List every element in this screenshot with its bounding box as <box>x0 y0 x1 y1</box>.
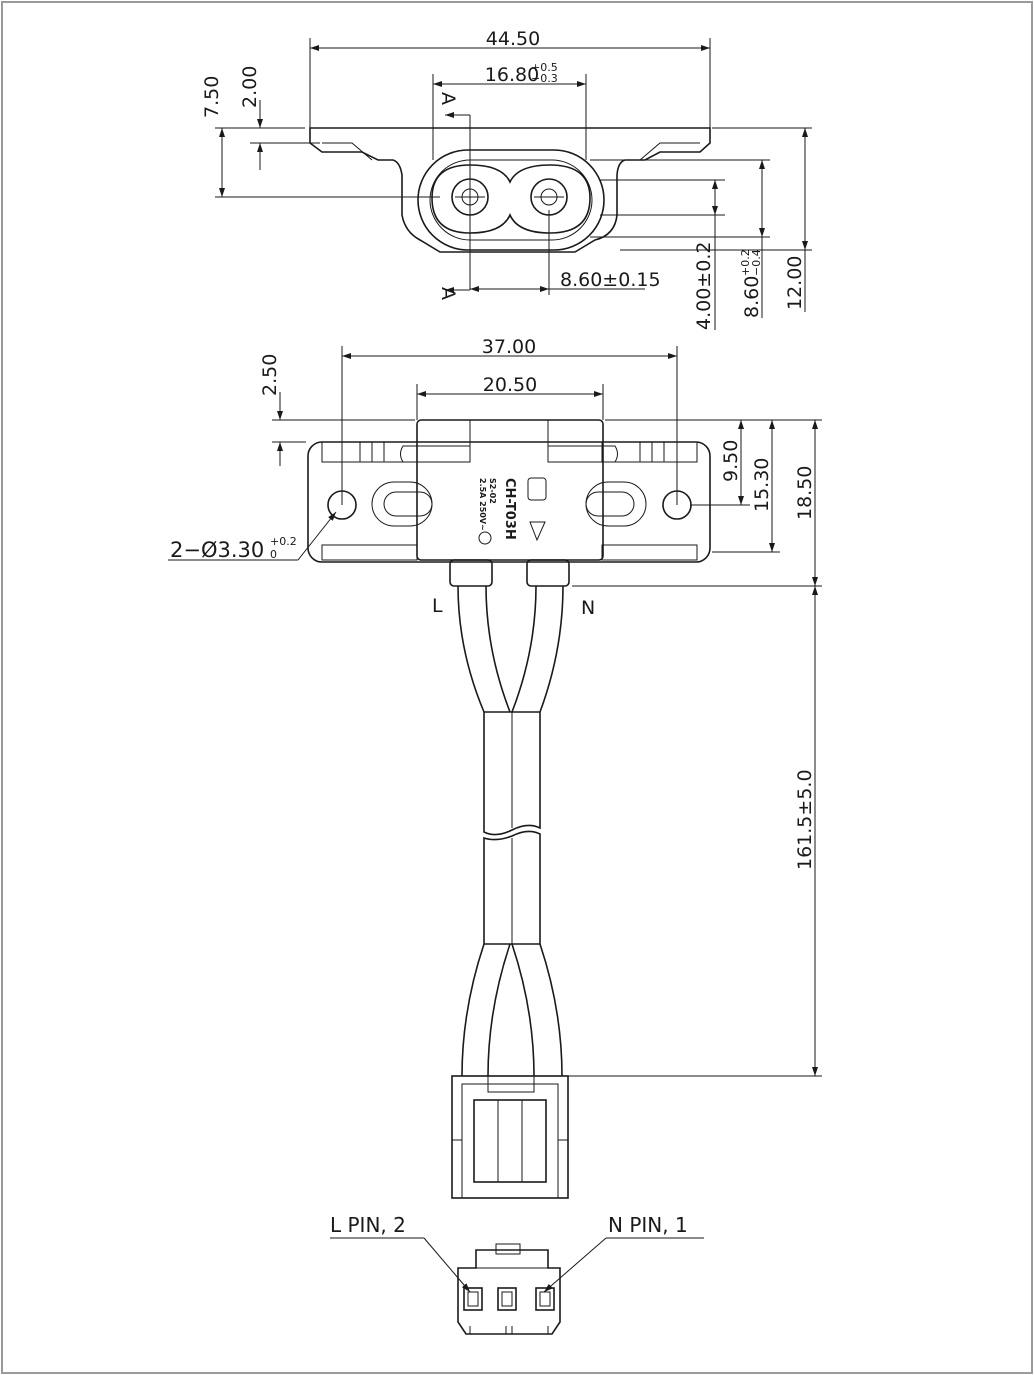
dim-8-6-tol-upper: +0.2 <box>739 249 752 276</box>
face-pin-2 <box>463 1287 483 1311</box>
body-markings: CH-T03H S2-02 2.5A 250V~ <box>478 477 547 545</box>
dim-15-3: 15.30 <box>751 458 773 512</box>
top-oval-body <box>417 149 605 251</box>
section-mark-bottom: A <box>437 287 459 300</box>
face-pin-3 <box>497 1287 517 1311</box>
cable: 161.5±5.0 <box>457 585 822 1077</box>
dim-center-tol-upper: +0.5 <box>531 61 558 74</box>
connector-body <box>416 419 604 561</box>
top-flange <box>309 127 711 253</box>
dim-cable-length: 161.5±5.0 <box>794 769 816 870</box>
face-pin-1 <box>535 1287 555 1311</box>
dim-height-b: 2.00 <box>239 66 261 108</box>
section-mark-top: A <box>437 92 459 105</box>
dim-center-span: 16.80 <box>485 64 539 86</box>
dim-8-6: 8.60 <box>741 276 763 318</box>
dim-body-width: 20.50 <box>483 374 537 396</box>
dim-8-6-tol-lower: −0.4 <box>750 249 763 276</box>
label-n: N <box>581 597 595 619</box>
plug-housing <box>451 1075 569 1199</box>
slot-right <box>585 481 647 527</box>
top-view: 44.50 16.80 +0.5 −0.3 7.50 2.00 A A 8.60… <box>201 28 812 330</box>
body-text-code: S2-02 <box>488 478 497 504</box>
body-text-rating: 2.5A 250V~ <box>478 478 487 531</box>
dim-center-tol-lower: −0.3 <box>531 72 558 85</box>
label-n-pin: N PIN, 1 <box>608 1213 688 1237</box>
dim-18-5: 18.50 <box>794 466 816 520</box>
dim-width-total: 44.50 <box>486 28 540 50</box>
connector-face <box>457 1249 561 1335</box>
plug-side-view <box>451 1075 569 1199</box>
hole-tol-lower: 0 <box>270 548 277 561</box>
stub-left <box>449 559 493 587</box>
front-view: CH-T03H S2-02 2.5A 250V~ 37.00 20.50 2.5… <box>168 336 822 619</box>
label-l-pin: L PIN, 2 <box>330 1213 406 1237</box>
hole-tol-upper: +0.2 <box>270 535 297 548</box>
dim-hole-spacing: 37.00 <box>482 336 536 358</box>
hole-callout: 2−Ø3.30 <box>170 538 264 562</box>
connector-face-view: L PIN, 2 N PIN, 1 <box>330 1213 704 1335</box>
dim-2-5: 2.50 <box>259 354 281 396</box>
body-text-model: CH-T03H <box>502 478 517 540</box>
dim-9-5: 9.50 <box>720 440 742 482</box>
slot-left <box>371 481 433 527</box>
label-l: L <box>432 595 443 617</box>
dim-pin-pitch: 8.60±0.15 <box>560 269 661 291</box>
cable-sleeve <box>483 711 541 836</box>
figure8-socket <box>431 164 591 234</box>
dim-12: 12.00 <box>784 256 806 310</box>
dim-height-a: 7.50 <box>201 76 223 118</box>
dim-4: 4.00±0.2 <box>693 242 715 330</box>
stub-right <box>526 559 570 587</box>
mounting-plate <box>307 441 711 563</box>
